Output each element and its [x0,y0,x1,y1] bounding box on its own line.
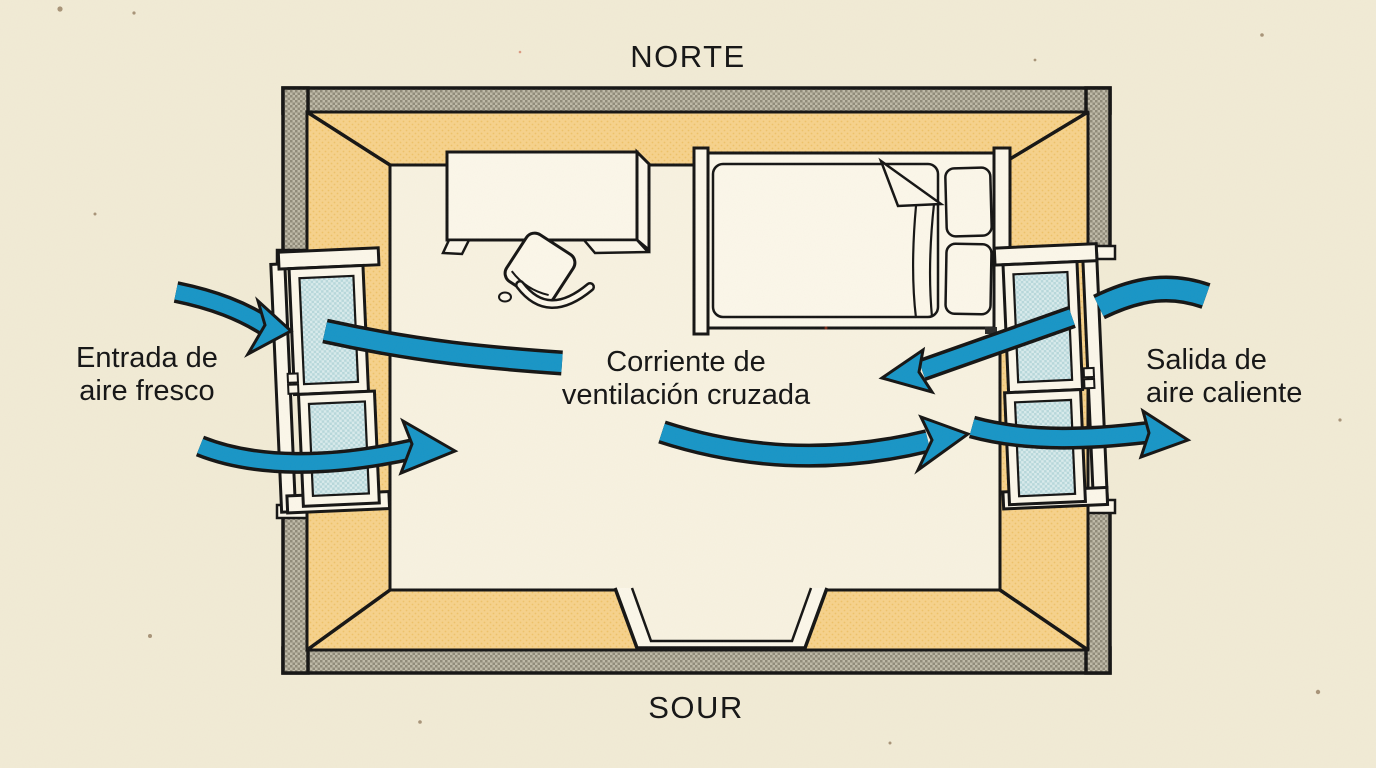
label-hot-air-outlet-line2: aire caliente [1146,377,1303,409]
label-north: NORTE [630,39,746,74]
paper-speckles [57,6,1342,745]
label-fresh-air-inlet-line1: Entrada de [76,342,218,374]
label-fresh-air-inlet: Entrada de aire fresco [76,342,218,408]
label-hot-air-outlet-line1: Salida de [1146,344,1267,376]
label-cross-ventilation-line2: ventilación cruzada [561,379,811,411]
label-fresh-air-inlet-line2: aire fresco [79,375,215,407]
label-cross-ventilation-current: Corriente de ventilación cruzada [562,346,810,412]
label-south: SOUR [648,690,744,725]
label-cross-ventilation-line1: Corriente de [606,346,766,378]
label-hot-air-outlet: Salida de aire caliente [1146,344,1302,410]
